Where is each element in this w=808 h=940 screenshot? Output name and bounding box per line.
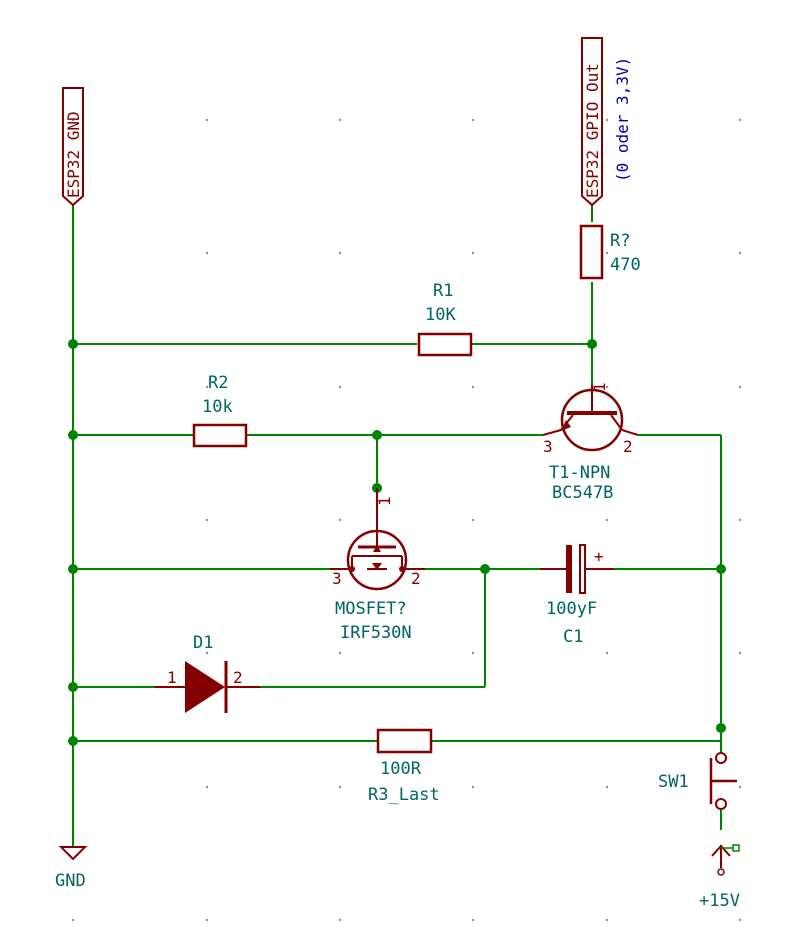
grid-dot	[738, 651, 742, 655]
junction	[68, 736, 78, 746]
r2-value: 10k	[202, 397, 233, 417]
grid-dot	[338, 918, 342, 922]
grid-dot	[71, 918, 75, 922]
gnd-symbol: GND	[55, 846, 88, 891]
switch-sw1: SW1	[658, 752, 737, 810]
grid-dot	[205, 385, 209, 389]
capacitor-c1: + 100yF C1	[540, 544, 614, 647]
grid-dot	[605, 785, 609, 789]
esp32-gpio-text: ESP32_GPIO_Out	[583, 63, 602, 198]
t1-pin3: 3	[543, 437, 553, 456]
junction	[68, 339, 78, 349]
grid-dot	[338, 518, 342, 522]
grid-dot	[471, 118, 475, 122]
grid-dot	[471, 918, 475, 922]
body-diode-icon	[372, 563, 382, 570]
grid-dot	[738, 918, 742, 922]
junction	[716, 564, 726, 574]
grid-dot	[205, 918, 209, 922]
d1-pin1: 1	[167, 668, 177, 687]
r-base-ref: R?	[610, 231, 630, 251]
gpio-voltage-note: (0 oder 3,3V)	[613, 57, 632, 182]
grid-dot	[338, 251, 342, 255]
grid-dot	[605, 918, 609, 922]
t1-value: BC547B	[552, 483, 613, 503]
d1-pin2: 2	[233, 668, 243, 687]
t1-pin2: 2	[623, 437, 633, 456]
mosfet-pin3: 3	[332, 569, 342, 588]
junction	[716, 723, 726, 733]
grid-dot	[471, 251, 475, 255]
c1-plus: +	[594, 547, 604, 566]
diode-triangle	[185, 661, 225, 713]
grid-dot	[738, 518, 742, 522]
grid-dot	[205, 118, 209, 122]
sw1-ref: SW1	[658, 772, 689, 792]
grid-dot	[605, 385, 609, 389]
grid-dot	[71, 118, 75, 122]
esp32-gnd-text: ESP32_GND	[64, 111, 83, 198]
grid-dot	[338, 785, 342, 789]
r1-ref: R1	[433, 281, 453, 301]
wires	[72, 205, 722, 847]
grid-dot	[338, 651, 342, 655]
mosfet-value: IRF530N	[340, 623, 412, 643]
grid-dot	[738, 118, 742, 122]
grid-dot	[338, 385, 342, 389]
r2-ref: R2	[208, 373, 228, 393]
junctions	[68, 339, 726, 746]
resistor-r3: 100R R3_Last	[368, 728, 440, 805]
r1-value: 10K	[425, 305, 456, 325]
mosfet-pin1: 1	[375, 496, 394, 506]
grid-dot	[205, 651, 209, 655]
esp32-gnd-label: ESP32_GND	[62, 87, 84, 207]
junction	[68, 682, 78, 692]
grid-dot	[471, 785, 475, 789]
grid-dot	[605, 518, 609, 522]
junction	[480, 564, 490, 574]
grid-dot	[205, 251, 209, 255]
mosfet-irf530n: 1 3 2 MOSFET? IRF530N	[330, 488, 425, 643]
mosfet-ref: MOSFET?	[335, 599, 407, 619]
grid-dot	[605, 118, 609, 122]
emitter-arrow	[561, 420, 571, 431]
junction	[372, 430, 382, 440]
grid-dot	[738, 785, 742, 789]
resistor-r-base: R? 470	[579, 224, 641, 280]
grid-dot	[738, 251, 742, 255]
grid-dot	[338, 118, 342, 122]
mosfet-pin2: 2	[411, 569, 421, 588]
grid-dot	[605, 651, 609, 655]
vcc-symbol: +15V	[699, 844, 740, 911]
c1-ref: C1	[563, 627, 583, 647]
d1-ref: D1	[193, 633, 213, 653]
transistor-t1: 1 3 2 T1-NPN BC547B	[542, 382, 639, 503]
grid-dot	[471, 518, 475, 522]
gate-arrow-icon	[373, 545, 381, 552]
diode-d1: D1 1 2	[155, 633, 260, 713]
t1-ref: T1-NPN	[549, 463, 610, 483]
grid-dot	[205, 518, 209, 522]
grid-dot	[471, 385, 475, 389]
grid-dot	[205, 785, 209, 789]
esp32-gpio-label: ESP32_GPIO_Out	[581, 37, 603, 207]
resistor-r1: R1 10K	[417, 281, 473, 357]
c1-value: 100yF	[546, 599, 597, 619]
gnd-label: GND	[55, 871, 86, 891]
r-base-value: 470	[610, 255, 641, 275]
grid-dot	[605, 251, 609, 255]
grid-dot	[738, 385, 742, 389]
junction	[68, 430, 78, 440]
junction	[68, 564, 78, 574]
junction	[587, 339, 597, 349]
r3-ref: R3_Last	[368, 785, 440, 805]
resistor-r2: R2 10k	[192, 373, 248, 448]
grid-dot	[471, 651, 475, 655]
t1-pin1: 1	[590, 382, 609, 392]
vcc-label: +15V	[699, 891, 740, 911]
r3-value: 100R	[380, 759, 422, 779]
